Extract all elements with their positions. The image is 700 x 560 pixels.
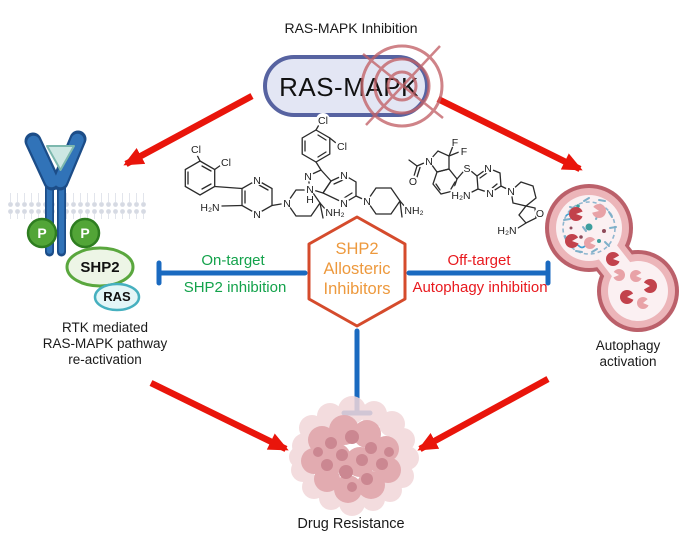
atom-label: N [283, 198, 291, 210]
shp2-oval: SHP2 [65, 246, 135, 288]
molecule-2: Cl Cl N N H N N N NH₂ [301, 113, 425, 221]
svg-text:SHP2 inhibition: SHP2 inhibition [184, 279, 287, 296]
svg-text:activation: activation [599, 354, 656, 369]
atom-label: Cl [221, 157, 231, 169]
pacman-vesicles [565, 204, 657, 309]
phospho-label: P [80, 225, 89, 241]
svg-text:RAS-MAPK pathway: RAS-MAPK pathway [43, 336, 168, 351]
shp2-inhibitors-hexagon: SHP2 Allosteric Inhibitors [307, 215, 407, 328]
svg-text:Off-target: Off-target [447, 252, 511, 269]
atom-label: NH₂ [404, 205, 423, 217]
on-target-labels: On-target SHP2 inhibition [184, 252, 287, 296]
atom-label: Cl [191, 144, 201, 156]
atom-label: Cl [318, 115, 328, 127]
phospho-left: P [26, 217, 58, 249]
svg-text:On-target: On-target [201, 252, 265, 269]
atom-label: H [306, 194, 314, 206]
atom-label: N [340, 198, 348, 210]
molecule-3: O N F F S N N H₂N N O H₂N [407, 136, 546, 241]
atom-label: H₂N [200, 202, 219, 214]
arrow-box-to-rtk [123, 93, 254, 167]
atom-label: NH₂ [325, 207, 344, 219]
rtk-illustration: P P SHP2 RAS RTK mediated RAS-MAPK pathw… [8, 130, 168, 367]
atom-label: N [507, 186, 515, 198]
target-icon [360, 44, 444, 128]
atom-label: S [463, 163, 470, 175]
ligand-triangle-icon [46, 145, 75, 171]
shp2-label: SHP2 [80, 259, 119, 276]
phospho-right: P [69, 217, 101, 249]
atom-label: N [484, 163, 492, 175]
red-arrows [123, 93, 583, 452]
svg-text:Allosteric: Allosteric [324, 260, 391, 278]
svg-text:Autophagy: Autophagy [596, 338, 661, 353]
autophagy-caption: Autophagy activation [596, 338, 661, 369]
rtk-caption: RTK mediated RAS-MAPK pathway re-activat… [43, 320, 168, 367]
atom-label: F [452, 137, 458, 149]
atom-label: O [409, 176, 417, 188]
arrow-rtk-to-resistance [149, 380, 289, 452]
svg-text:Inhibitors: Inhibitors [324, 280, 391, 298]
atom-label: H₂N [497, 225, 516, 237]
off-target-labels: Off-target Autophagy inhibition [412, 252, 547, 296]
atom-label: N [304, 171, 312, 183]
atom-label: N [253, 175, 261, 187]
arrow-autophagy-to-resistance [417, 376, 550, 452]
svg-text:SHP2: SHP2 [335, 240, 378, 258]
tumor-cluster [289, 396, 419, 516]
svg-text:Autophagy inhibition: Autophagy inhibition [412, 279, 547, 296]
ras-label: RAS [103, 289, 131, 304]
ras-oval: RAS [93, 282, 141, 312]
atom-label: N [253, 209, 261, 221]
autophagy-illustration: Autophagy activation [545, 184, 679, 369]
atom-label: Cl [337, 141, 347, 153]
atom-label: N [306, 184, 314, 196]
phospho-label: P [37, 225, 46, 241]
atom-label: N [363, 196, 371, 208]
svg-text:RTK mediated: RTK mediated [62, 320, 148, 335]
atom-label: N [486, 188, 494, 200]
atom-label: O [536, 208, 544, 220]
drug-resistance-caption: Drug Resistance [297, 516, 404, 532]
atom-label: H₂N [451, 190, 470, 202]
arrow-box-to-autophagy [436, 96, 583, 172]
molecule-1: Cl Cl N H₂N N N NH₂ [184, 142, 346, 223]
diagram-title: RAS-MAPK Inhibition [284, 20, 417, 36]
svg-text:re-activation: re-activation [68, 352, 142, 367]
atom-label: N [425, 156, 433, 168]
atom-label: N [340, 170, 348, 182]
atom-label: F [461, 146, 467, 158]
ras-mapk-label: RAS-MAPK [279, 72, 419, 102]
membrane [8, 193, 146, 219]
